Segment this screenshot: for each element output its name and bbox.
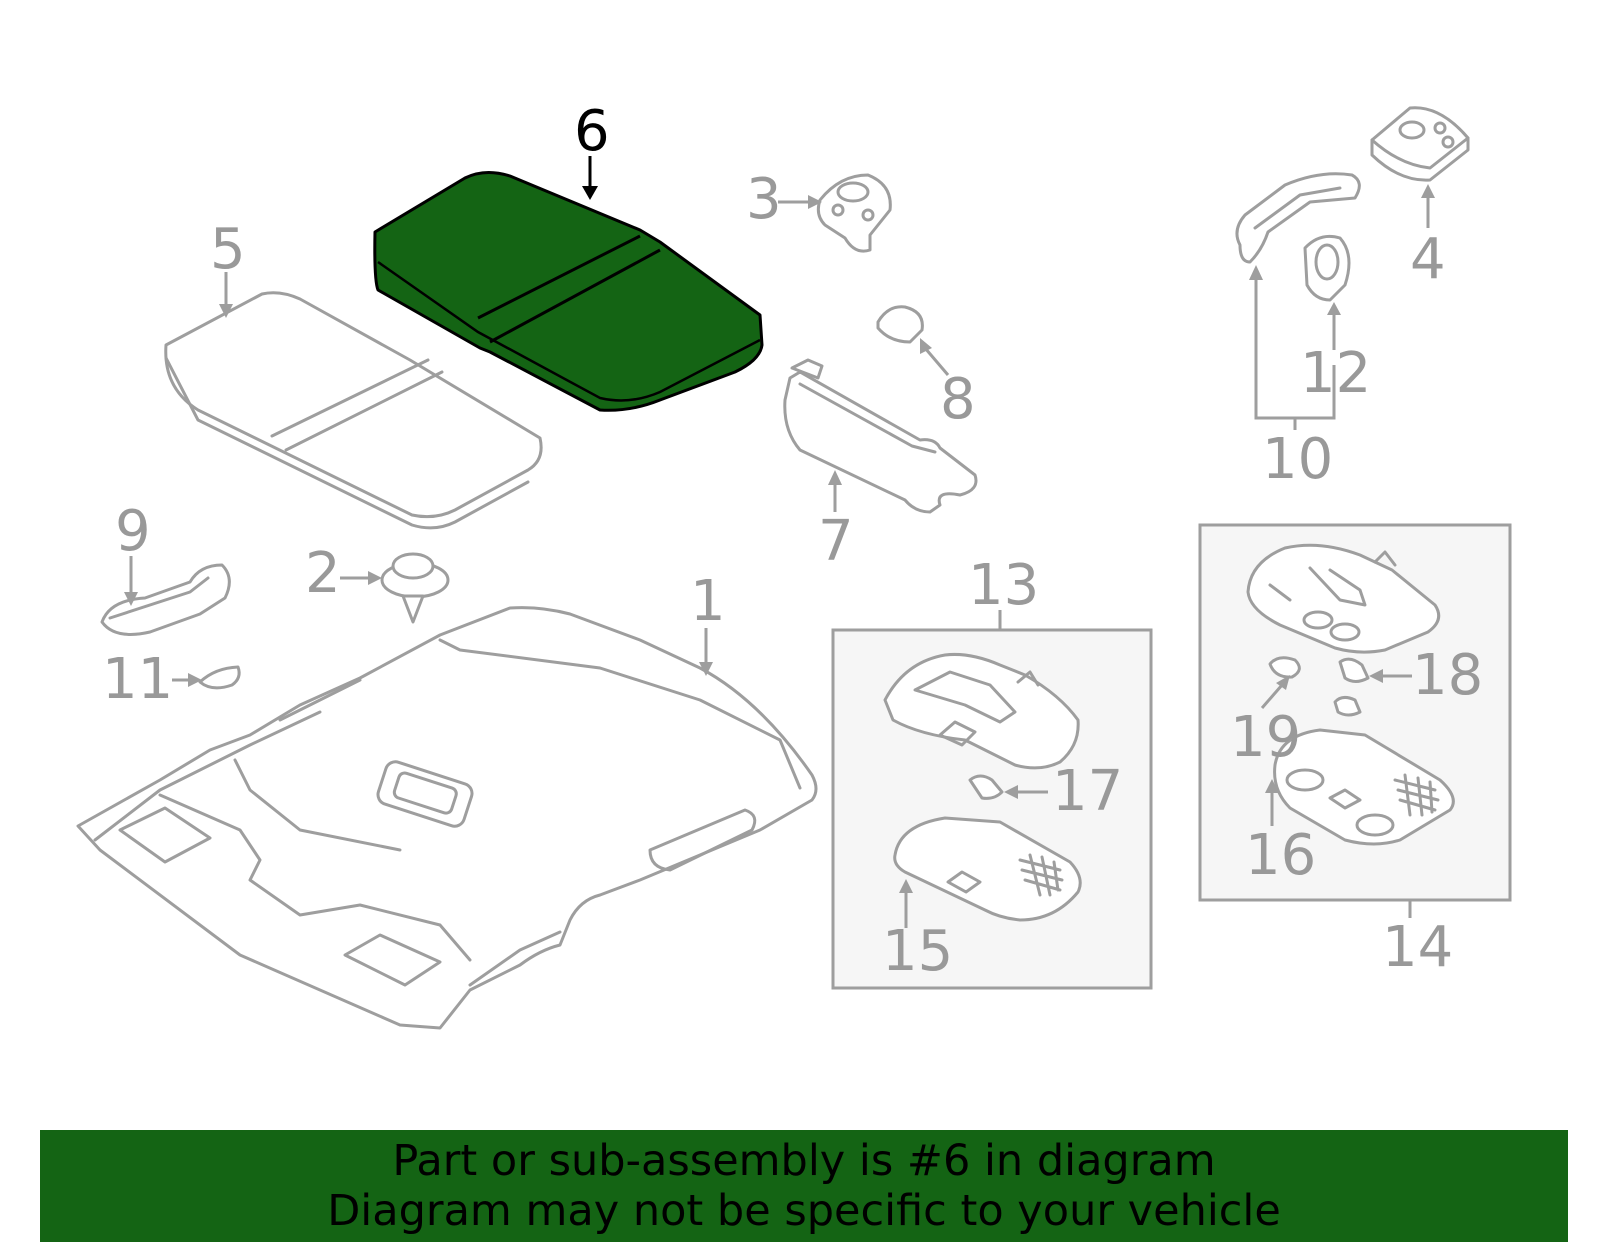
callout-10[interactable]: 10 — [1262, 427, 1333, 492]
callout-labels: 6 5 3 4 8 12 10 7 9 2 1 11 13 17 15 18 1… — [102, 99, 1483, 984]
callout-1[interactable]: 1 — [690, 569, 726, 634]
callout-11[interactable]: 11 — [102, 647, 173, 712]
part-6-highlighted-panel[interactable] — [373, 171, 764, 412]
part-5-cover-panel[interactable] — [164, 291, 543, 530]
part-13-lamp-base[interactable] — [883, 653, 1080, 770]
part-1-headliner[interactable] — [76, 606, 818, 1030]
part-3-switch[interactable] — [816, 173, 892, 253]
callout-8[interactable]: 8 — [940, 367, 976, 432]
callout-3[interactable]: 3 — [746, 167, 782, 232]
banner-line-1: Part or sub-assembly is #6 in diagram — [392, 1136, 1216, 1186]
callout-17[interactable]: 17 — [1052, 759, 1123, 824]
callout-9[interactable]: 9 — [115, 499, 151, 564]
callout-4[interactable]: 4 — [1410, 227, 1446, 292]
part-19-bulb[interactable] — [1268, 656, 1301, 679]
part-18-bulb-alt — [1333, 695, 1362, 717]
part-16-lens[interactable] — [1273, 728, 1455, 846]
part-10-grab-handle[interactable] — [1235, 172, 1361, 264]
callout-5[interactable]: 5 — [210, 217, 246, 282]
callout-6[interactable]: 6 — [574, 99, 610, 164]
callout-14[interactable]: 14 — [1382, 915, 1453, 980]
part-17-bulb[interactable] — [968, 774, 1004, 800]
part-2-clip[interactable] — [380, 552, 450, 624]
callout-12[interactable]: 12 — [1300, 341, 1371, 406]
banner-line-2: Diagram may not be specific to your vehi… — [327, 1186, 1281, 1236]
callout-18[interactable]: 18 — [1412, 643, 1483, 708]
part-8-visor-clip[interactable] — [876, 305, 924, 344]
leader-lines — [124, 156, 1435, 928]
part-9-grab-handle[interactable] — [100, 563, 231, 636]
part-15-lens[interactable] — [893, 816, 1082, 922]
info-banner: Part or sub-assembly is #6 in diagram Di… — [40, 1130, 1568, 1242]
callout-16[interactable]: 16 — [1245, 823, 1316, 888]
part-11-cap[interactable] — [198, 665, 241, 690]
callout-19[interactable]: 19 — [1230, 705, 1301, 770]
part-4-lamp-housing[interactable] — [1370, 106, 1470, 182]
callout-13[interactable]: 13 — [968, 553, 1039, 618]
callout-15[interactable]: 15 — [882, 919, 953, 984]
part-12-handle-cap[interactable] — [1303, 234, 1351, 302]
callout-2[interactable]: 2 — [305, 541, 341, 606]
part-14-lamp-base[interactable] — [1246, 543, 1441, 654]
callout-7[interactable]: 7 — [818, 509, 854, 574]
part-18-bulb[interactable] — [1338, 657, 1370, 683]
part-7-sun-visor[interactable] — [783, 358, 978, 514]
